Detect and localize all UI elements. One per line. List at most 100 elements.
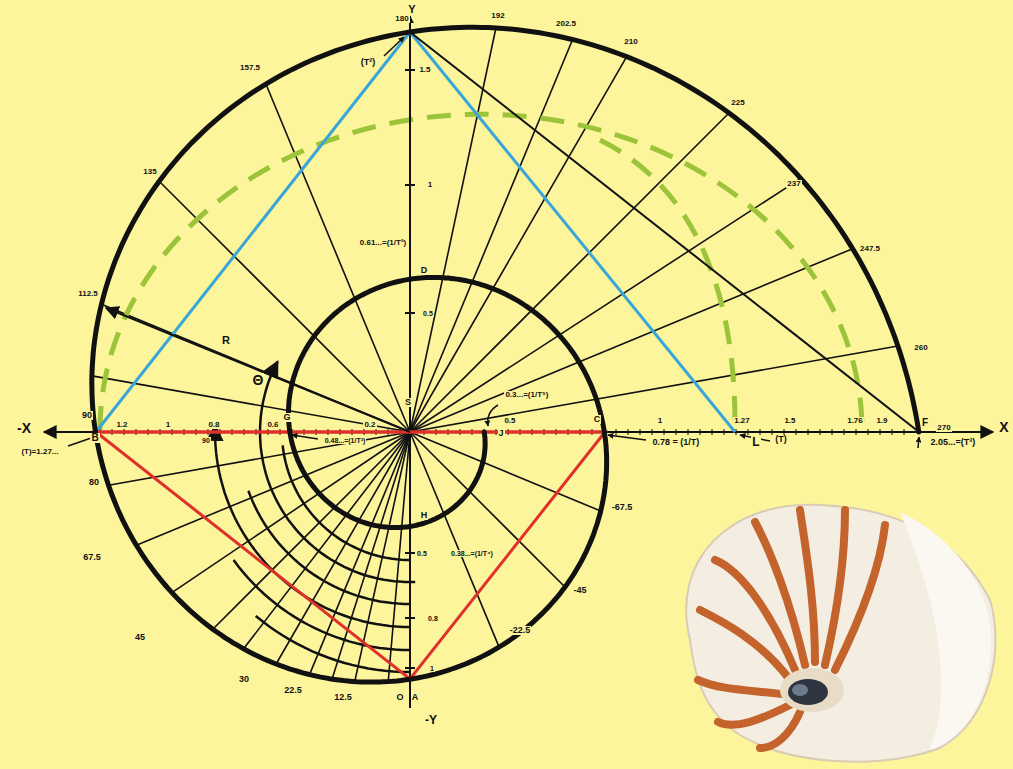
callout-arrow xyxy=(384,37,404,56)
axis-tick xyxy=(832,429,833,435)
radial-line xyxy=(276,432,410,664)
axis-tick xyxy=(616,429,617,435)
angle-label: 202.5 xyxy=(555,20,577,28)
angle-label: 180 xyxy=(394,15,409,23)
y-axis xyxy=(409,16,411,708)
axis-tick xyxy=(880,429,881,435)
angle-label: 225 xyxy=(730,99,745,107)
angle-label: 135 xyxy=(142,168,157,176)
angle-arc xyxy=(283,445,410,560)
axis-tick xyxy=(652,429,653,435)
point-label: B xyxy=(90,433,99,443)
callout-arrow xyxy=(292,435,318,439)
radial-line xyxy=(410,178,801,432)
radial-line xyxy=(410,432,499,647)
point-label: C xyxy=(593,415,602,424)
blue-triangle xyxy=(96,32,735,432)
angle-label: 210 xyxy=(623,38,638,46)
axis-tick xyxy=(808,429,809,435)
value-callout: (T)=1.27... xyxy=(20,448,59,456)
axis-tick-label: 0.5 xyxy=(422,310,434,317)
axis-tick-label: 1 xyxy=(429,665,435,672)
angle-arcs xyxy=(215,362,415,672)
axis-tick-label: 1.27 xyxy=(733,417,751,425)
angle-arc xyxy=(248,491,410,604)
axis-tick-label: 1.5 xyxy=(418,66,431,74)
angle-label: 22.5 xyxy=(283,686,303,695)
point-label: F xyxy=(921,418,929,428)
dashed-curve xyxy=(100,114,862,430)
point-label: O xyxy=(396,693,405,702)
value-callout: 0.78 = (1/T) xyxy=(652,438,701,447)
axis-tick xyxy=(736,429,737,435)
axis-name: X xyxy=(998,420,1009,434)
angle-label: -67.5 xyxy=(611,503,634,512)
axis-tick xyxy=(405,617,415,619)
callout-arrow xyxy=(918,437,919,448)
radial-line xyxy=(136,432,410,545)
axis-tick xyxy=(628,429,629,435)
axis-tick xyxy=(856,429,857,435)
point-label: A xyxy=(411,693,420,702)
point-label: D xyxy=(420,266,429,275)
angle-label: 67.5 xyxy=(82,553,102,562)
angle-label: 247.5 xyxy=(859,245,881,253)
angle-label: 270 xyxy=(936,424,951,432)
angle-label: 90 xyxy=(201,437,211,444)
axis-tick-label: 1 xyxy=(165,421,171,429)
value-callout: (T) xyxy=(774,435,788,444)
value-callout: 0.38...=(1/T⁴) xyxy=(450,550,494,557)
axis-tick xyxy=(796,429,797,435)
value-callout: 0.61...=(1/T²) xyxy=(359,239,407,247)
axis-tick-label: 0.5 xyxy=(503,417,516,425)
radial-line xyxy=(172,432,410,593)
axis-tick-label: 1.9 xyxy=(875,417,888,425)
axis-tick xyxy=(688,429,689,435)
axis-tick xyxy=(904,429,905,435)
axis-tick-label: 1.5 xyxy=(783,417,796,425)
angle-label: 157.5 xyxy=(239,64,261,72)
value-callout: (T²) xyxy=(360,58,377,67)
axis-tick xyxy=(700,429,701,435)
axis-tick xyxy=(724,429,725,435)
point-label: S xyxy=(404,398,412,407)
value-callout: 0.48...=(1/T³) xyxy=(324,437,367,444)
radial-line xyxy=(410,249,853,432)
axis-tick-label: 1.2 xyxy=(115,421,128,429)
axis-tick xyxy=(405,667,415,669)
angle-label: 260 xyxy=(913,344,928,352)
axis-tick xyxy=(820,429,821,435)
axis-tick xyxy=(676,429,677,435)
radial-line xyxy=(410,40,573,433)
angle-label: 112.5 xyxy=(77,290,99,298)
axis-tick-label: 0.5 xyxy=(416,550,428,557)
value-callout: 2.05...=(T³) xyxy=(930,438,977,447)
axis-tick xyxy=(405,69,415,71)
angle-label: 80 xyxy=(88,478,100,487)
axis-tick xyxy=(844,429,845,435)
red-triangle xyxy=(96,432,605,679)
value-callout: 0.3...=(1/T⁵) xyxy=(504,391,549,399)
angle-label: 45 xyxy=(134,633,146,642)
radial-line xyxy=(244,432,410,649)
angle-arc xyxy=(234,560,410,650)
axis-tick xyxy=(748,429,749,435)
axis-tick xyxy=(405,552,415,554)
angle-label: 237 xyxy=(786,180,801,188)
angle-symbol: Θ xyxy=(252,373,265,387)
axis-tick-label: 1 xyxy=(427,181,433,189)
axis-tick xyxy=(664,429,665,435)
dashed-curve xyxy=(600,140,735,425)
callout-arrow xyxy=(488,405,498,426)
radial-line xyxy=(388,432,410,682)
axis-tick-label: 0.8 xyxy=(427,615,439,622)
nautilus-shell xyxy=(686,505,995,762)
axis-tick xyxy=(760,429,761,435)
axis-tick xyxy=(772,429,773,435)
axis-tick-label: 0.6 xyxy=(266,421,279,429)
axis-tick-label: 1.76 xyxy=(846,417,864,425)
angle-label: -22.5 xyxy=(509,626,532,635)
axis-tick-label: 0.2 xyxy=(363,421,376,429)
